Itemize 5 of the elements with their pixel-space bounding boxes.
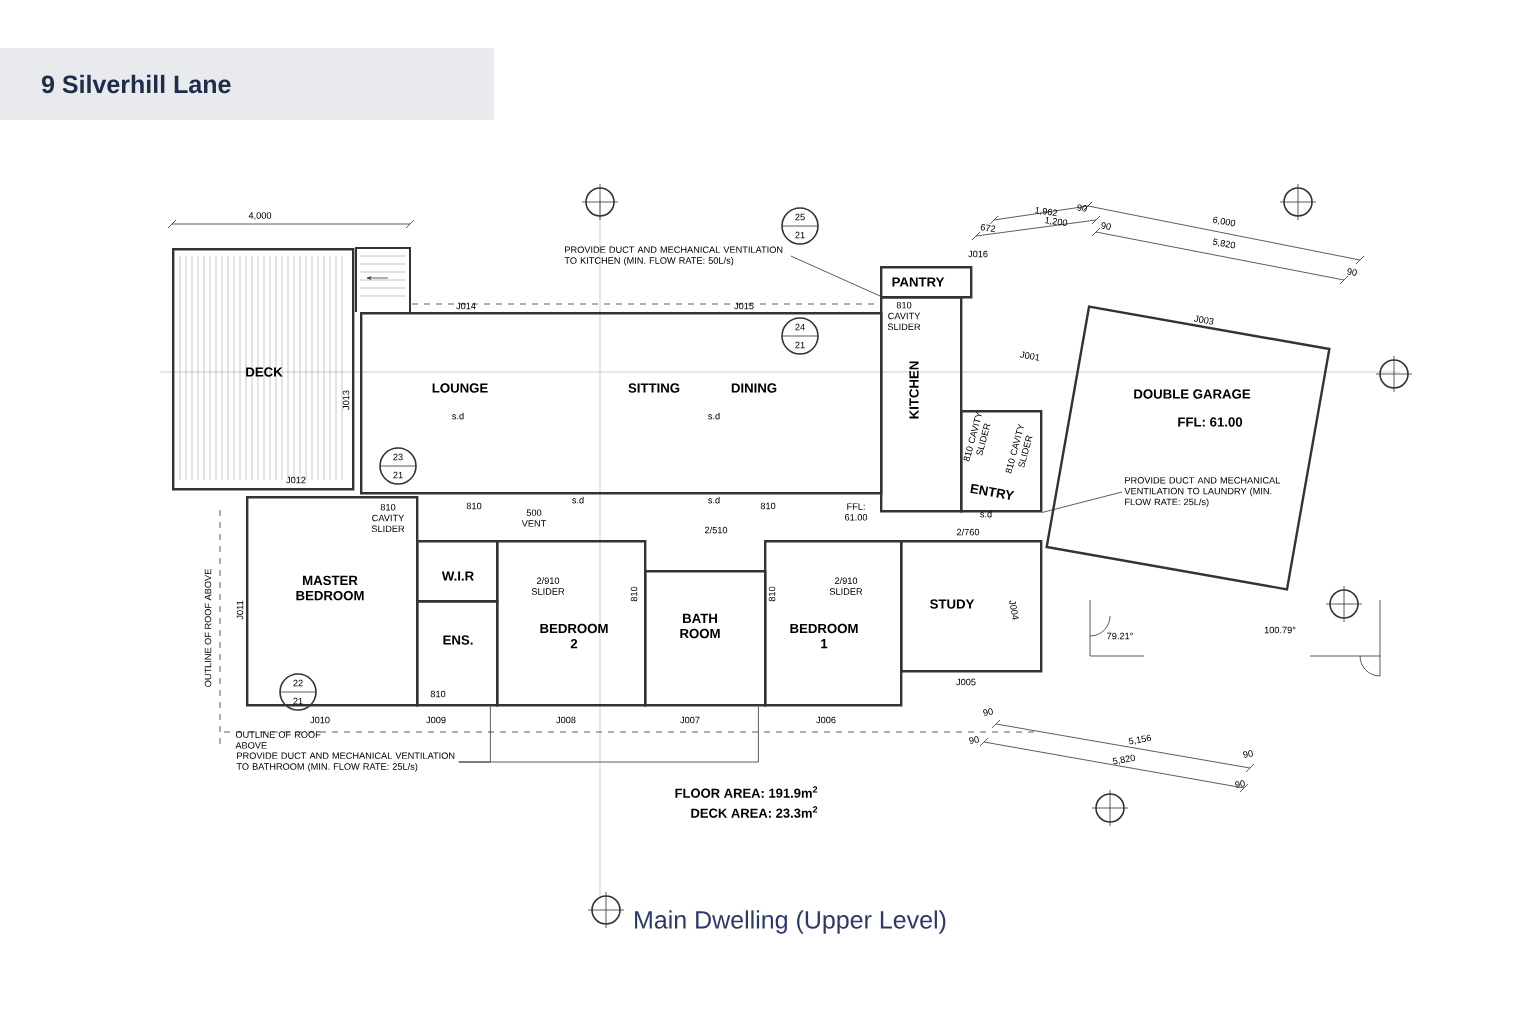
leader-line bbox=[1042, 491, 1123, 513]
leader-line bbox=[790, 255, 881, 297]
caption: Main Dwelling (Upper Level) bbox=[635, 910, 946, 934]
title-banner: 9 Silverhill Lane bbox=[0, 48, 494, 120]
leader-line bbox=[458, 706, 759, 763]
